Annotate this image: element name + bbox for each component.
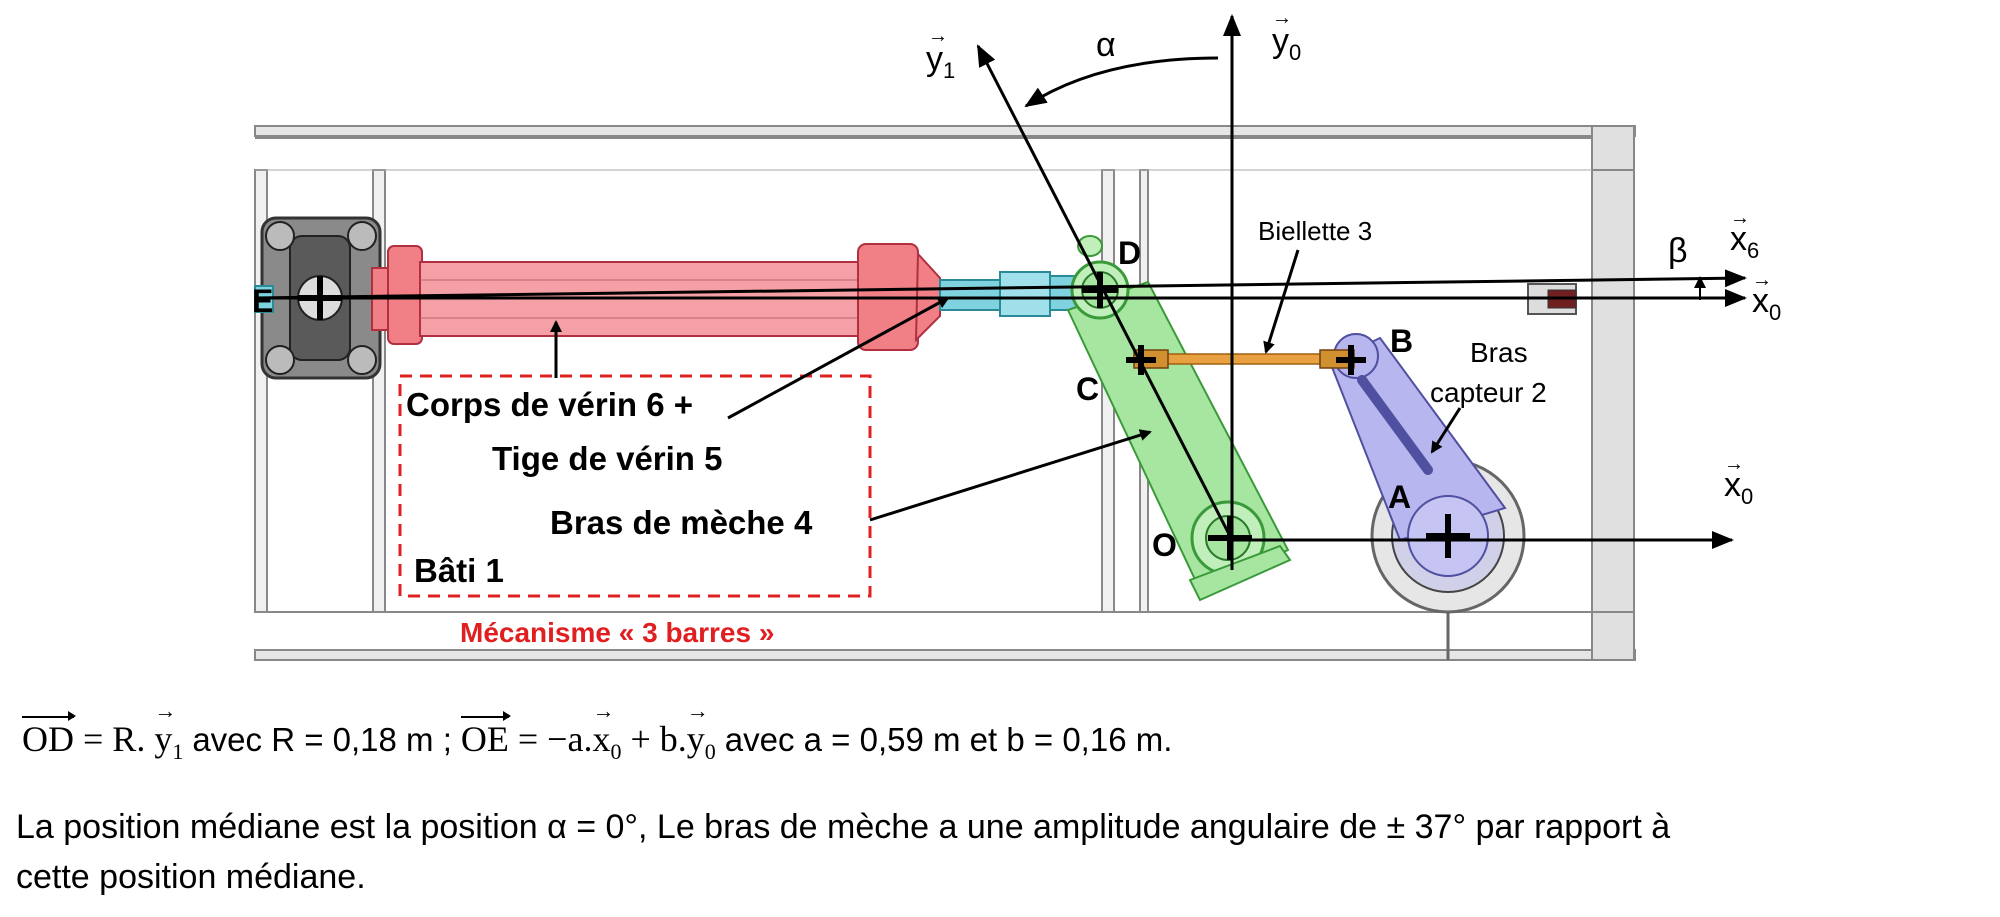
oe-plus: + b.: [630, 719, 687, 759]
label-x0-top: x0: [1752, 282, 1781, 325]
oe-x: x: [592, 698, 614, 760]
label-point-e: E: [252, 283, 273, 319]
od-y-sub: 1: [172, 739, 184, 765]
label-mecanisme: Mécanisme « 3 barres »: [460, 617, 774, 648]
dashed-box: [398, 374, 872, 598]
label-y0: y0: [1272, 22, 1301, 65]
part-labels: Biellette 3 Bras capteur 2 Corps de véri…: [406, 216, 1547, 648]
label-corps-verin: Corps de vérin 6 +: [406, 386, 693, 423]
label-x6: x6: [1730, 220, 1759, 263]
label-point-a: A: [1388, 479, 1411, 515]
label-x0-bottom: x0: [1724, 466, 1753, 509]
point-labels: D E C B A O: [252, 235, 1413, 563]
link-3: [1133, 349, 1355, 369]
arrow-x6: →: [1730, 207, 1750, 229]
label-point-b: B: [1390, 323, 1413, 359]
arrow-y0: →: [1272, 7, 1292, 29]
arrow-x0-top: →: [1752, 269, 1772, 291]
label-alpha: α: [1096, 26, 1116, 64]
vector-equations: OD = R. y1 avec R = 0,18 m ; OE = −a.x0 …: [22, 698, 1173, 765]
label-biellette: Biellette 3: [1258, 216, 1372, 246]
leader-lines: [550, 249, 1462, 522]
label-beta: β: [1668, 232, 1688, 270]
arrow-y1: →: [928, 25, 948, 47]
paragraph-line-1: La position médiane est la position α = …: [16, 808, 1671, 846]
paragraph-line-2: cette position médiane.: [16, 858, 366, 896]
oe-y-sub: 0: [704, 739, 716, 765]
point-markers: [298, 272, 1470, 560]
oe-rhs: = −a.: [517, 719, 593, 759]
od-y: y: [154, 698, 176, 760]
frame-bati: [254, 125, 1636, 661]
label-point-o: O: [1152, 527, 1177, 563]
axis-labels: y1 → y0 → α β x6 → x0 → x0 →: [926, 7, 1781, 509]
vector-oe: OE: [460, 711, 511, 759]
arrow-x0-bottom: →: [1724, 453, 1744, 475]
label-bras-meche: Bras de mèche 4: [550, 504, 813, 541]
oe-y: y: [687, 698, 709, 760]
axes: [254, 14, 1747, 570]
label-point-d: D: [1118, 235, 1141, 271]
od-avec: avec R = 0,18 m ;: [192, 721, 452, 758]
od-rhs: = R.: [83, 719, 146, 759]
oe-x-sub: 0: [610, 739, 622, 765]
label-bras-capteur-2: capteur 2: [1430, 377, 1547, 408]
label-tige-verin: Tige de vérin 5: [492, 440, 722, 477]
label-y1: y1: [926, 40, 955, 83]
label-point-c: C: [1076, 371, 1099, 407]
vector-od: OD: [22, 711, 76, 759]
oe-avec: avec a = 0,59 m et b = 0,16 m.: [724, 721, 1173, 758]
label-bati: Bâti 1: [414, 552, 504, 589]
label-bras-capteur-1: Bras: [1470, 337, 1528, 368]
